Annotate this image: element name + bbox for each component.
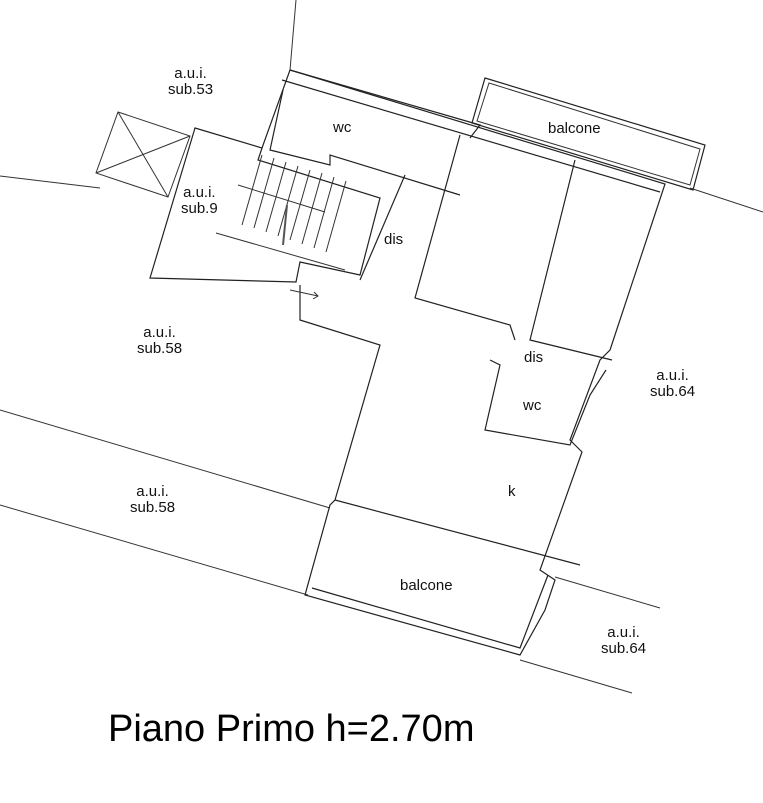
neighbor-label-line1: a.u.i. bbox=[174, 65, 207, 82]
room-label-wc-lower: wc bbox=[523, 397, 542, 414]
room-label-dis-upper: dis bbox=[384, 231, 404, 248]
room-label-dis-lower: dis bbox=[524, 349, 544, 366]
neighbor-label-sub64-right: a.u.i. sub.64 bbox=[650, 368, 695, 400]
room-label-wc-upper: wc bbox=[333, 119, 352, 136]
neighbor-label-line2: sub.58 bbox=[130, 499, 176, 516]
stair-block bbox=[149, 69, 482, 283]
neighbor-label-sub64-bottom: a.u.i. sub.64 bbox=[601, 625, 646, 657]
neighbor-label-line2: sub.9 bbox=[181, 200, 218, 217]
room-label-balcone-lower: balcone bbox=[400, 577, 453, 594]
room-label-balcone-upper: balcone bbox=[548, 120, 601, 137]
neighbor-label-sub58-upper: a.u.i. sub.58 bbox=[137, 325, 182, 357]
neighbor-label-sub53: a.u.i. sub.53 bbox=[168, 66, 213, 98]
neighbor-label-line1: a.u.i. bbox=[143, 324, 176, 341]
neighbor-label-line1: a.u.i. bbox=[183, 184, 216, 201]
neighbor-label-sub9: a.u.i. sub.9 bbox=[181, 185, 218, 217]
boundary-lines bbox=[0, 0, 763, 694]
apartment-walls bbox=[269, 69, 666, 656]
neighbor-label-line2: sub.58 bbox=[137, 340, 183, 357]
neighbor-label-line1: a.u.i. bbox=[136, 483, 169, 500]
plan-title: Piano Primo h=2.70m bbox=[108, 708, 475, 750]
light-shaft bbox=[95, 111, 191, 198]
neighbor-label-line2: sub.64 bbox=[650, 383, 696, 400]
neighbor-label-line1: a.u.i. bbox=[607, 624, 640, 641]
upper-balcony-outline bbox=[471, 77, 706, 191]
neighbor-label-line2: sub.53 bbox=[168, 81, 214, 98]
entry-arrow bbox=[289, 289, 319, 300]
neighbor-label-line2: sub.64 bbox=[601, 640, 647, 657]
room-label-kitchen: k bbox=[508, 483, 516, 500]
neighbor-label-sub58-lower: a.u.i. sub.58 bbox=[130, 484, 175, 516]
neighbor-label-line1: a.u.i. bbox=[656, 367, 689, 384]
